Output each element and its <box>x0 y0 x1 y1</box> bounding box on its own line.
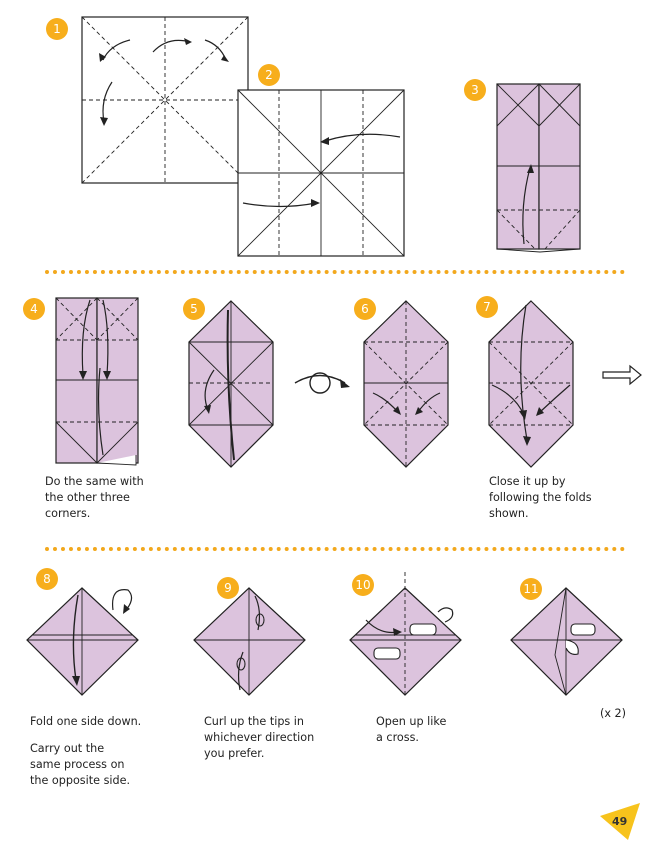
step-8-badge: 8 <box>36 568 58 590</box>
step-8-caption: Fold one side down. <box>30 715 142 728</box>
step-5-badge: 5 <box>183 298 205 320</box>
step-9-caption: Curl up the tips in whichever direction … <box>204 715 315 760</box>
section-divider-1 <box>45 270 625 274</box>
step-4-badge: 4 <box>23 298 45 320</box>
step-7-caption: Close it up by following the folds shown… <box>489 475 592 520</box>
step-10-badge: 10 <box>352 574 374 596</box>
step-2-badge: 2 <box>258 64 280 86</box>
page-number-tab <box>600 803 640 840</box>
page-number: 49 <box>612 815 628 828</box>
step-8-caption-2: Carry out the same process on the opposi… <box>30 742 131 787</box>
step-3-badge: 3 <box>464 79 486 101</box>
step-9-badge: 9 <box>217 577 239 599</box>
section-divider-2 <box>45 547 625 551</box>
step-6-badge: 6 <box>354 298 376 320</box>
step-4-caption: Do the same with the other three corners… <box>45 475 144 520</box>
step-1-badge: 1 <box>46 18 68 40</box>
step-10-caption: Open up like a cross. <box>376 715 447 744</box>
step-11-note: (x 2) <box>600 707 627 720</box>
step-7-badge: 7 <box>476 296 498 318</box>
step-11-badge: 11 <box>520 578 542 600</box>
